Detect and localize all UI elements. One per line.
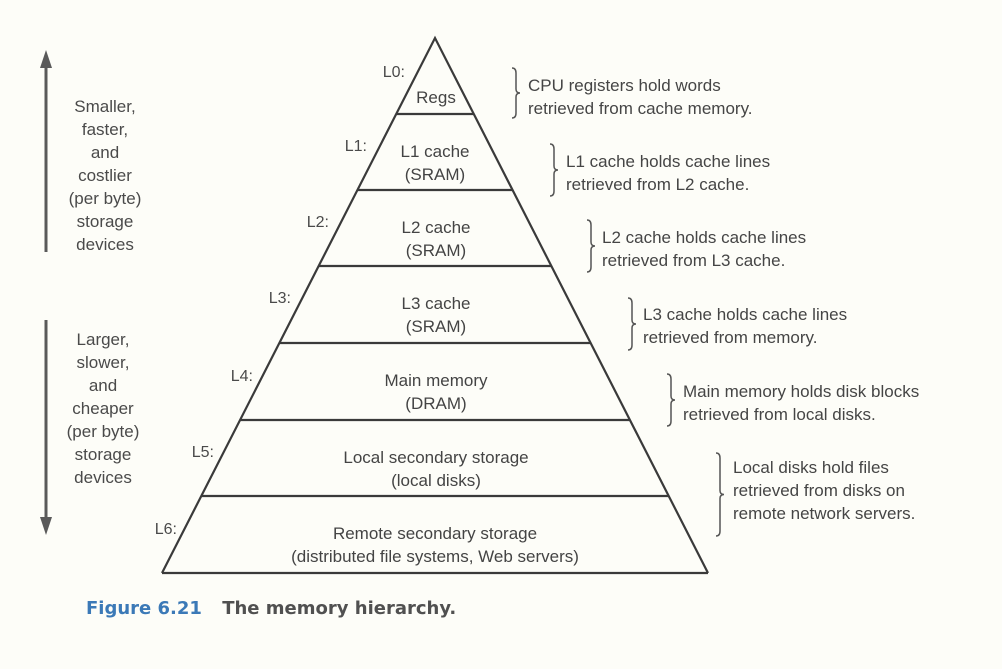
description-l4: Main memory holds disk blocks retrieved … <box>683 380 919 426</box>
description-l2: L2 cache holds cache lines retrieved fro… <box>602 226 806 272</box>
level-text-line: Main memory <box>384 371 488 390</box>
brace-icon <box>666 373 676 427</box>
description-l0: CPU registers hold words retrieved from … <box>528 74 753 120</box>
description-line: remote network servers. <box>733 504 916 523</box>
pyramid-outline <box>161 35 709 574</box>
description-l5: Local disks hold files retrieved from di… <box>733 456 915 525</box>
annotation-line: Larger, <box>76 330 130 349</box>
annotation-line: cheaper <box>72 399 134 418</box>
down-arrow <box>40 320 52 535</box>
description-line: retrieved from cache memory. <box>528 99 753 118</box>
annotation-line: storage <box>74 445 132 464</box>
description-l1: L1 cache holds cache lines retrieved fro… <box>566 150 770 196</box>
description-line: retrieved from L3 cache. <box>602 251 786 270</box>
annotation-line: faster, <box>81 120 129 139</box>
annotation-line: devices <box>74 468 132 487</box>
level-l4-main-memory: Main memory (DRAM) <box>385 369 488 415</box>
description-line: Local disks hold files <box>733 458 889 477</box>
level-l3-cache: L3 cache (SRAM) <box>402 292 471 338</box>
annotation-line: devices <box>76 235 134 254</box>
description-line: CPU registers hold words <box>528 76 721 95</box>
description-line: Main memory holds disk blocks <box>683 382 920 401</box>
level-text-line: (DRAM) <box>405 394 467 413</box>
annotation-line: costlier <box>78 166 132 185</box>
level-l5-local-storage: Local secondary storage (local disks) <box>343 446 528 492</box>
annotation-line: storage <box>76 212 134 231</box>
description-line: L3 cache holds cache lines <box>643 305 848 324</box>
level-l0-regs: Regs <box>416 86 456 109</box>
level-text-line: (distributed file systems, Web servers) <box>291 547 579 566</box>
level-text-line: (local disks) <box>391 471 481 490</box>
brace-icon <box>627 297 637 351</box>
level-label-l4: L4: <box>230 368 253 385</box>
annotation-line: (per byte) <box>66 422 140 441</box>
figure-caption: Figure 6.21 The memory hierarchy. <box>86 598 456 619</box>
figure-title: The memory hierarchy. <box>222 598 457 619</box>
annotation-line: Smaller, <box>74 97 136 116</box>
level-text-line: Remote secondary storage <box>332 524 538 543</box>
level-label-l5: L5: <box>191 444 214 461</box>
level-l1-cache: L1 cache (SRAM) <box>401 140 470 186</box>
description-line: retrieved from disks on <box>733 481 905 500</box>
brace-icon <box>549 143 559 197</box>
description-line: retrieved from L2 cache. <box>566 175 750 194</box>
description-line: L1 cache holds cache lines <box>566 152 771 171</box>
level-text-line: Regs <box>416 88 456 107</box>
up-arrow <box>40 50 52 252</box>
level-l6-remote-storage: Remote secondary storage (distributed fi… <box>291 522 579 568</box>
level-label-l2: L2: <box>306 214 329 231</box>
level-text-line: Local secondary storage <box>343 448 529 467</box>
description-line: L2 cache holds cache lines <box>602 228 807 247</box>
level-text-line: L3 cache <box>401 294 471 313</box>
level-label-l1: L1: <box>344 138 367 155</box>
faster-annotation: Smaller, faster, and costlier (per byte)… <box>50 95 160 256</box>
description-line: retrieved from memory. <box>643 328 818 347</box>
annotation-line: and <box>90 143 120 162</box>
pyramid <box>161 35 709 575</box>
level-label-l0: L0: <box>382 64 405 81</box>
description-l3: L3 cache holds cache lines retrieved fro… <box>643 303 847 349</box>
braces <box>511 67 725 537</box>
level-text-line: (SRAM) <box>405 241 467 260</box>
brace-icon <box>511 67 521 119</box>
level-text-line: L2 cache <box>401 218 471 237</box>
annotation-line: slower, <box>76 353 130 372</box>
figure-number: Figure 6.21 <box>86 598 202 619</box>
brace-icon <box>586 219 596 273</box>
level-l2-cache: L2 cache (SRAM) <box>402 216 471 262</box>
brace-icon <box>715 452 725 537</box>
level-text-line: (SRAM) <box>405 317 467 336</box>
annotation-line: (per byte) <box>68 189 142 208</box>
level-text-line: L1 cache <box>400 142 470 161</box>
level-text-line: (SRAM) <box>404 165 466 184</box>
annotation-line: and <box>88 376 118 395</box>
level-label-l3: L3: <box>268 290 291 307</box>
cheaper-annotation: Larger, slower, and cheaper (per byte) s… <box>48 328 158 489</box>
level-label-l6: L6: <box>154 521 177 538</box>
description-line: retrieved from local disks. <box>683 405 876 424</box>
